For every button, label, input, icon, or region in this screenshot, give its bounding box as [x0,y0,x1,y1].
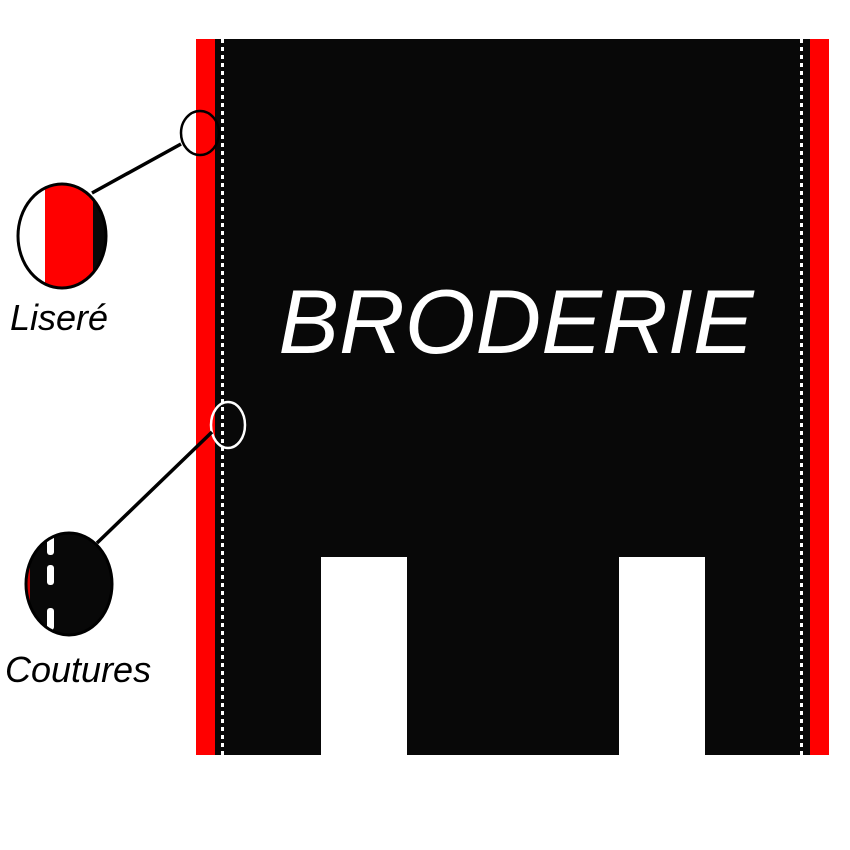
coutures-label: Coutures [5,649,152,690]
lisere-leader-line [91,142,182,195]
cutout-right [619,557,705,755]
lisere-magnifier-ring [16,182,108,290]
lisere-callout [16,109,221,290]
piping-band-right [810,39,829,755]
cutout-left [321,557,407,755]
coutures-leader-line [95,430,214,545]
coutures-magnifier [26,533,112,635]
stitching-left [221,39,224,755]
stitching-right [800,39,803,755]
embroidery-title: BRODERIE [278,272,754,373]
piping-band-left [196,39,215,755]
lisere-label: Liseré [10,297,109,338]
lisere-magnifier [18,184,106,288]
coutures-magnifier-ring [24,531,114,637]
garment-panel: BRODERIE [196,39,829,755]
